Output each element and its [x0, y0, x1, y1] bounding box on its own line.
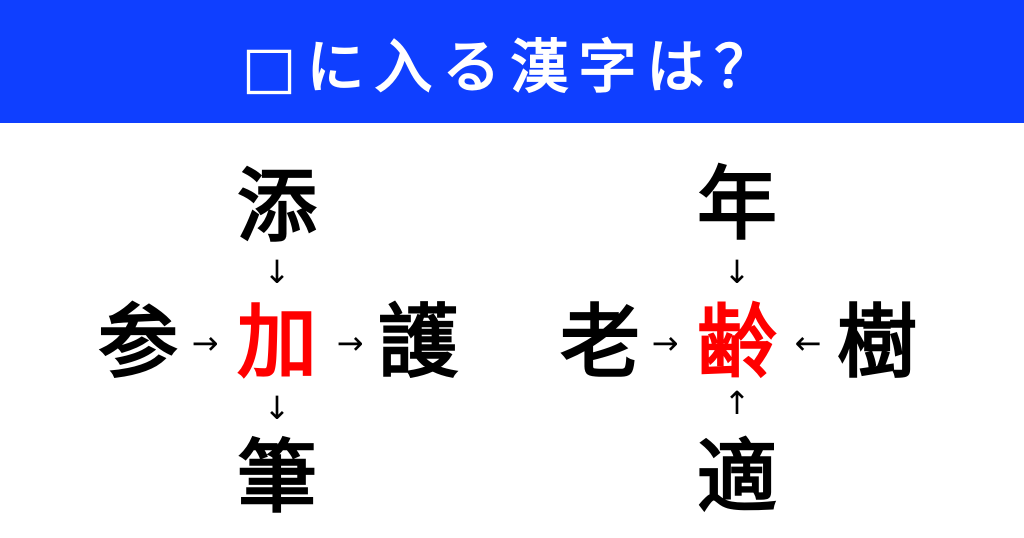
- arrow-left-icon: ←: [794, 324, 822, 362]
- puzzle-2-left-kanji: 老: [560, 296, 640, 389]
- puzzle-1-right-kanji: 護: [378, 296, 458, 389]
- arrow-down-icon: ↓: [723, 253, 751, 291]
- arrow-up-icon: ↑: [723, 384, 751, 422]
- puzzle-2-top-kanji: 年: [697, 158, 777, 251]
- puzzle-2-right-kanji: 樹: [837, 296, 917, 389]
- header-banner: □に入る漢字は？: [0, 0, 1024, 123]
- arrow-right-icon: →: [336, 324, 364, 362]
- arrow-right-icon: →: [191, 324, 219, 362]
- arrow-down-icon: ↓: [263, 253, 291, 291]
- page-title: □に入る漢字は？: [241, 32, 783, 101]
- arrow-down-icon: ↓: [263, 389, 291, 427]
- puzzle-1-left-kanji: 参: [98, 296, 178, 389]
- puzzle-1-answer-kanji: 加: [237, 296, 317, 389]
- puzzle-2-bottom-kanji: 適: [697, 431, 777, 524]
- puzzle-2-answer-kanji: 齢: [697, 296, 777, 389]
- puzzle-1-bottom-kanji: 筆: [237, 431, 317, 524]
- puzzle-1-top-kanji: 添: [237, 160, 317, 253]
- arrow-right-icon: →: [651, 324, 679, 362]
